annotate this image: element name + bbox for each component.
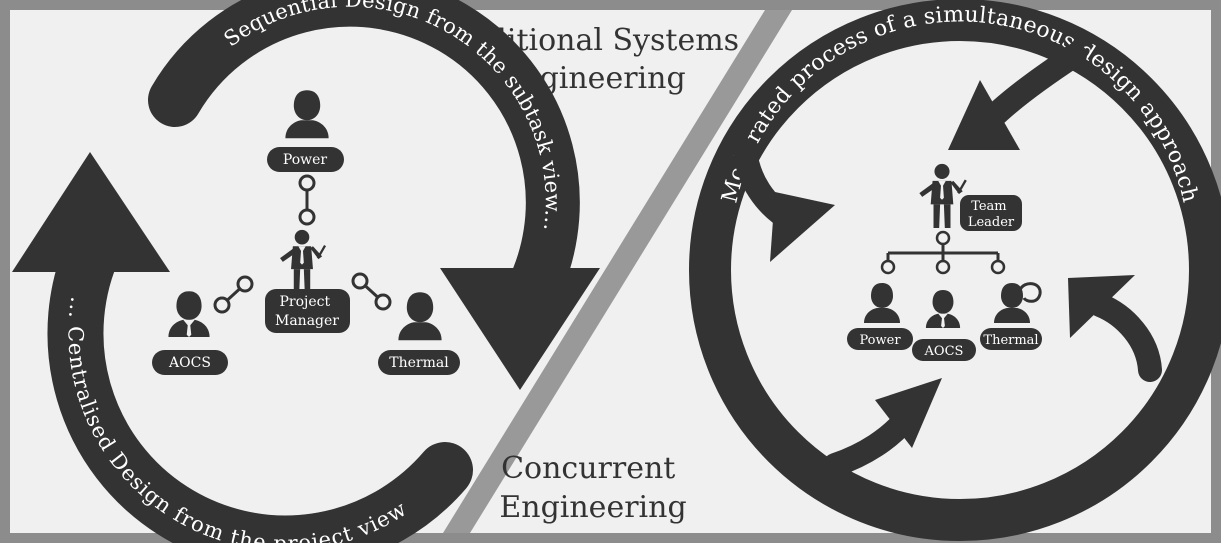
role-power-right: Power [847, 283, 913, 350]
role-team-leader: Team Leader [919, 163, 1022, 231]
right-connector-nodes [880, 230, 1006, 275]
role-aocs-left-label: AOCS [168, 355, 211, 371]
concurrent-heading-line-2: Engineering [499, 490, 686, 525]
role-aocs-right-label: AOCS [924, 344, 964, 359]
role-badge [152, 350, 228, 375]
concurrent-heading-line-1: Concurrent [501, 451, 675, 486]
role-team-leader-line-2: Leader [968, 215, 1015, 230]
role-aocs-right: AOCS [912, 289, 976, 361]
process-circle [689, 0, 1221, 541]
role-team-leader-line-1: Team [971, 199, 1006, 214]
inner-arrow-right [1088, 293, 1162, 382]
role-power-right-label: Power [859, 333, 901, 348]
role-badge [847, 328, 913, 350]
role-badge [980, 328, 1042, 350]
role-thermal-right: Thermal [980, 282, 1042, 350]
role-badge [960, 195, 1022, 231]
role-aocs-left: AOCS [152, 291, 228, 375]
role-project-manager-line-2: Manager [275, 313, 339, 329]
role-project-manager-label: Project Manager [275, 294, 339, 329]
diagonal-divider [443, 10, 792, 533]
role-power-left-label: Power [283, 152, 328, 168]
concurrent-heading: Concurrent Engineering [499, 451, 686, 525]
role-badge [378, 350, 460, 375]
role-badge [267, 147, 344, 172]
inner-arrow-heads [770, 80, 1135, 448]
role-power-left: Power [267, 90, 344, 172]
role-team-leader-label: Team Leader [968, 199, 1015, 230]
role-thermal-right-label: Thermal [983, 333, 1038, 348]
role-thermal-left: Thermal [378, 292, 460, 375]
inner-arrowhead-left [770, 192, 835, 262]
role-badge [912, 339, 976, 361]
role-badge [265, 289, 350, 333]
inner-arrowhead-top [948, 80, 1020, 150]
role-thermal-left-label: Thermal [389, 355, 449, 371]
inner-arrowhead-right [1068, 275, 1135, 338]
inner-arrowhead-bottom [875, 378, 942, 448]
role-project-manager-line-1: Project [279, 294, 330, 310]
thought-bubble-icon [1018, 282, 1042, 303]
left-connectors [213, 174, 392, 314]
role-project-manager: Project Manager [265, 229, 350, 333]
